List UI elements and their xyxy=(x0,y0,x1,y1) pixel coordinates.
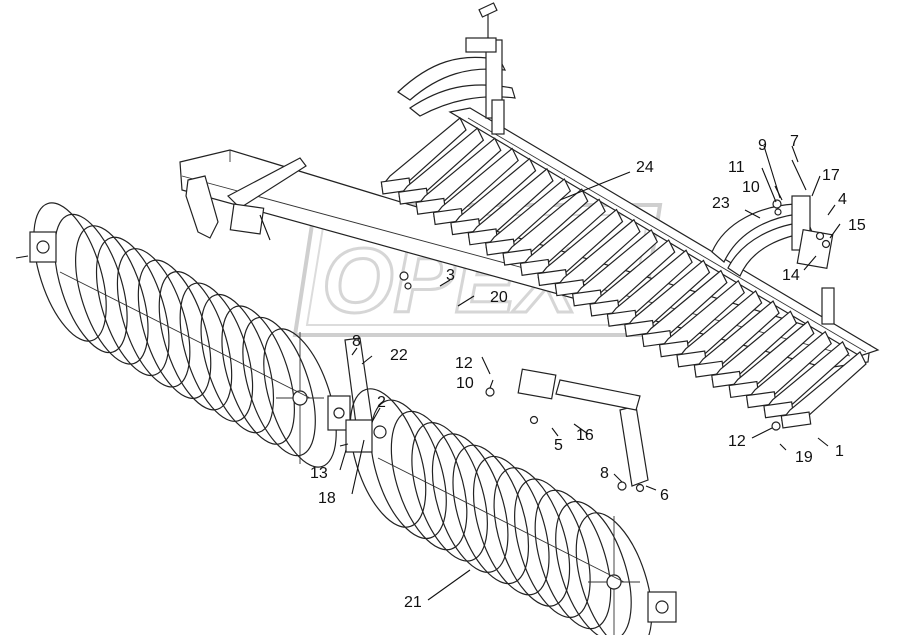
callout-21: 21 xyxy=(404,594,422,611)
harrow-tine xyxy=(728,320,815,399)
callout-12-upper: 11 xyxy=(728,159,745,176)
harrow-tine xyxy=(380,117,467,195)
roller-ring xyxy=(263,328,337,468)
lower-roller-bearing-right xyxy=(647,591,677,623)
roller-ring xyxy=(221,305,295,445)
harrow-tine xyxy=(763,340,850,419)
roller-ring xyxy=(95,236,170,377)
roller-ring xyxy=(452,444,530,585)
harrow-tine xyxy=(606,249,693,327)
harrow-tine xyxy=(571,228,659,307)
callout-20: 20 xyxy=(490,289,508,306)
callout-14: 14 xyxy=(782,267,800,284)
roller-ring xyxy=(33,202,107,342)
callout-6: 6 xyxy=(660,487,669,504)
roller-ring xyxy=(534,489,612,630)
upper-roller-bearing-right xyxy=(327,395,351,431)
callout-1: 1 xyxy=(835,443,844,460)
harrow-tine xyxy=(780,351,867,429)
roller-ring xyxy=(242,316,316,457)
callout-8-lower: 8 xyxy=(600,465,609,482)
callout-9: 9 xyxy=(758,137,767,154)
roller-ring xyxy=(411,422,488,562)
callout-2: 2 xyxy=(377,394,386,411)
roller-ring xyxy=(116,248,191,388)
callout-18: 18 xyxy=(318,490,336,507)
lower-crumbler-roller xyxy=(349,388,653,635)
callout-8-upper: 8 xyxy=(352,333,361,350)
roller-ring xyxy=(158,271,233,411)
callout-4: 4 xyxy=(838,191,847,208)
roller-ring xyxy=(431,433,509,573)
roller-ring xyxy=(370,399,447,540)
roller-ring xyxy=(575,512,653,635)
callout-23: 23 xyxy=(712,195,730,212)
callout-16: 16 xyxy=(576,427,594,444)
harrow-tine xyxy=(467,167,554,246)
roller-ring xyxy=(555,500,632,635)
harrow-tine xyxy=(537,208,624,287)
roller-ring xyxy=(390,410,468,551)
harrow-tine xyxy=(658,279,746,358)
harrow-tine xyxy=(589,239,676,317)
roller-ring xyxy=(472,455,550,596)
callout-labels: 1 2 3 4 5 6 7 8 8 9 10 10 11 12 12 13 14… xyxy=(310,133,866,611)
callout-11: 12 xyxy=(455,355,473,372)
top-linkage-right xyxy=(711,159,835,325)
callout-13: 13 xyxy=(310,465,328,482)
top-linkage-center xyxy=(397,2,516,135)
harrow-tine xyxy=(745,330,832,409)
callout-3: 3 xyxy=(446,267,455,284)
roller-support-arms xyxy=(344,337,649,487)
harrow-tine xyxy=(711,310,798,388)
roller-ring xyxy=(54,213,128,354)
harrow-tine xyxy=(484,178,572,256)
callout-12-lower: 12 xyxy=(728,433,746,450)
callout-24: 24 xyxy=(636,159,654,176)
callout-22: 22 xyxy=(390,347,408,364)
harrow-tine xyxy=(450,157,537,236)
callout-10-right: 10 xyxy=(742,179,760,196)
roller-ring xyxy=(137,259,212,399)
harrow-tine xyxy=(693,300,780,378)
harrow-tine xyxy=(415,137,502,215)
harrow-tine xyxy=(432,147,519,226)
harrow-tine xyxy=(398,127,485,205)
callout-17: 17 xyxy=(822,167,840,184)
callout-5: 5 xyxy=(554,437,563,454)
leader-lines xyxy=(339,145,841,601)
fasteners xyxy=(15,199,831,493)
harrow-tine xyxy=(624,259,711,338)
harrow-tine xyxy=(502,188,589,266)
roller-ring xyxy=(493,467,571,607)
roller-ring xyxy=(200,293,275,434)
roller-ring xyxy=(179,282,254,422)
tine-harrow-assembly xyxy=(380,107,880,429)
harrow-tine xyxy=(519,198,606,276)
callout-15: 15 xyxy=(848,217,866,234)
upper-roller-bearing-left xyxy=(29,231,57,263)
roller-ring xyxy=(514,478,591,618)
callout-10-center: 10 xyxy=(456,375,474,392)
lower-roller-bearing-left xyxy=(345,419,387,453)
callout-19: 19 xyxy=(795,449,813,466)
callout-7: 7 xyxy=(790,133,799,150)
roller-ring xyxy=(75,225,149,365)
tine-row xyxy=(380,117,867,429)
harrow-tine xyxy=(641,269,728,348)
upper-crumbler-roller xyxy=(33,202,337,468)
harrow-tine xyxy=(554,218,641,297)
